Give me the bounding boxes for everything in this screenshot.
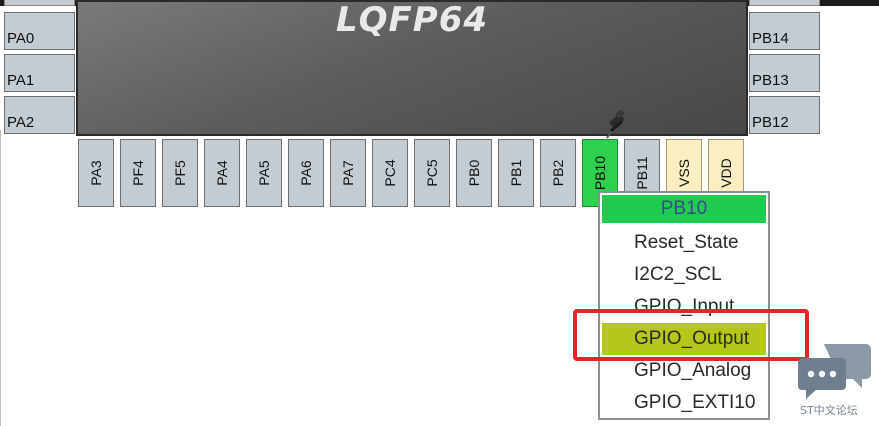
pin-pa7[interactable]: PA7 [330, 139, 366, 207]
pin-label: PF5 [172, 160, 188, 186]
chat-bubbles-icon [798, 344, 871, 399]
pin-label: PB11 [634, 156, 650, 190]
pin-label: PA5 [256, 160, 272, 186]
pin-label: PB0 [466, 159, 482, 187]
pin-label: PB1 [508, 159, 524, 187]
canvas-left-edge [0, 130, 1, 426]
pin-pb1[interactable]: PB1 [498, 139, 534, 207]
menu-item-reset-state[interactable]: Reset_State [634, 232, 739, 253]
pin-pa2[interactable]: PA2 [4, 96, 75, 134]
watermark-text: ST中文论坛 [800, 404, 858, 417]
pin-pa1[interactable]: PA1 [4, 54, 75, 92]
menu-item-gpio-output[interactable]: GPIO_Output [602, 323, 766, 355]
pin-pa5[interactable]: PA5 [246, 139, 282, 207]
menu-item-gpio-analog[interactable]: GPIO_Analog [634, 360, 752, 381]
pin-pb14[interactable]: PB14 [749, 12, 820, 50]
pin-pb2[interactable]: PB2 [540, 139, 576, 207]
pin-pa0[interactable]: PA0 [4, 12, 75, 50]
pin-pf4[interactable]: PF4 [120, 139, 156, 207]
pin-label: PA3 [88, 160, 104, 186]
pin-label: PC4 [382, 159, 398, 187]
pin-label: PA0 [7, 30, 35, 47]
pin-pc5[interactable]: PC5 [414, 139, 450, 207]
pin-pb13[interactable]: PB13 [749, 54, 820, 92]
pin-label: PB13 [752, 72, 789, 89]
pin-label: PB2 [550, 159, 566, 187]
pin-label: PC5 [424, 159, 440, 187]
pin-label: PA1 [7, 72, 35, 89]
pin-label: PB10 [592, 155, 608, 191]
menu-item-gpio-exti10[interactable]: GPIO_EXTI10 [634, 392, 756, 413]
pushpin-icon [606, 109, 625, 139]
pin-pa3[interactable]: PA3 [78, 139, 114, 207]
chip-package-label: LQFP64 [335, 0, 489, 40]
pin-pc4[interactable]: PC4 [372, 139, 408, 207]
pin-function-menu: PB10 Reset_State I2C2_SCL GPIO_Input GPI… [598, 191, 770, 420]
annotation-highlight-box [573, 309, 809, 361]
menu-item-i2c2-scl[interactable]: I2C2_SCL [634, 264, 722, 285]
pin-label: PA4 [214, 160, 230, 186]
pin-label: VDD [718, 158, 734, 188]
pin-pa4[interactable]: PA4 [204, 139, 240, 207]
pin-label: VSS [676, 158, 692, 188]
pin-label: PA7 [340, 160, 356, 186]
pin-fragment-top-right [749, 0, 820, 6]
menu-header-pin-name: PB10 [602, 195, 766, 223]
pin-pa6[interactable]: PA6 [288, 139, 324, 207]
pin-fragment-top-left [4, 0, 75, 6]
pin-pb0[interactable]: PB0 [456, 139, 492, 207]
pin-pb12[interactable]: PB12 [749, 96, 820, 134]
pin-label: PB14 [752, 30, 789, 47]
pin-label: PA6 [298, 160, 314, 186]
pin-label: PF4 [130, 160, 146, 186]
mcu-chip-package: LQFP64 [76, 0, 748, 136]
pin-label: PA2 [7, 114, 35, 131]
pin-pf5[interactable]: PF5 [162, 139, 198, 207]
pin-label: PB12 [752, 114, 789, 131]
